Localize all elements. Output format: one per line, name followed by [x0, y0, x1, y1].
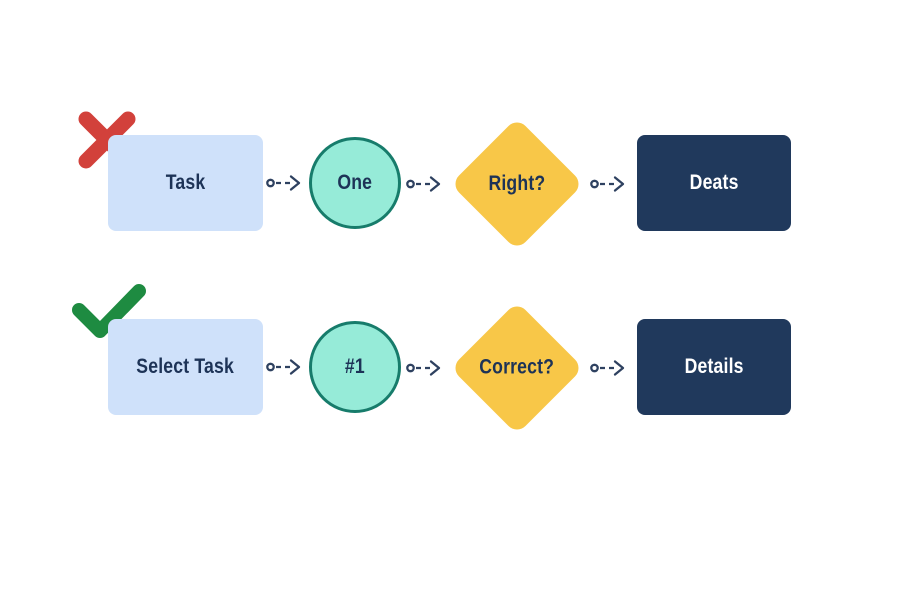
- flow-node-one: One: [309, 137, 401, 229]
- flow-node-label: Right?: [488, 172, 546, 195]
- flow-node-label: Task: [165, 171, 206, 194]
- dashed-arrow-icon: [590, 360, 625, 376]
- flow-node-label: One: [337, 171, 373, 194]
- flow-node-label: Correct?: [479, 356, 555, 379]
- flow-node-right: Right?: [450, 117, 584, 251]
- flow-node-details: Details: [637, 319, 791, 415]
- flow-node-label: Details: [684, 355, 744, 378]
- flow-node-deats: Deats: [637, 135, 791, 231]
- flow-node-label: Select Task: [136, 355, 235, 378]
- dashed-arrow-icon: [266, 359, 301, 375]
- dashed-arrow-icon: [406, 360, 441, 376]
- flow-node-select-task: Select Task: [108, 319, 263, 415]
- flow-node-label: #1: [345, 355, 365, 378]
- dashed-arrow-icon: [406, 176, 441, 192]
- dashed-arrow-icon: [266, 175, 301, 191]
- dashed-arrow-icon: [590, 176, 625, 192]
- check-mark-icon: [72, 284, 146, 338]
- flow-node-number-one: #1: [309, 321, 401, 413]
- flow-node-task: Task: [108, 135, 263, 231]
- flow-node-correct: Correct?: [450, 301, 584, 435]
- flow-node-label: Deats: [689, 171, 739, 194]
